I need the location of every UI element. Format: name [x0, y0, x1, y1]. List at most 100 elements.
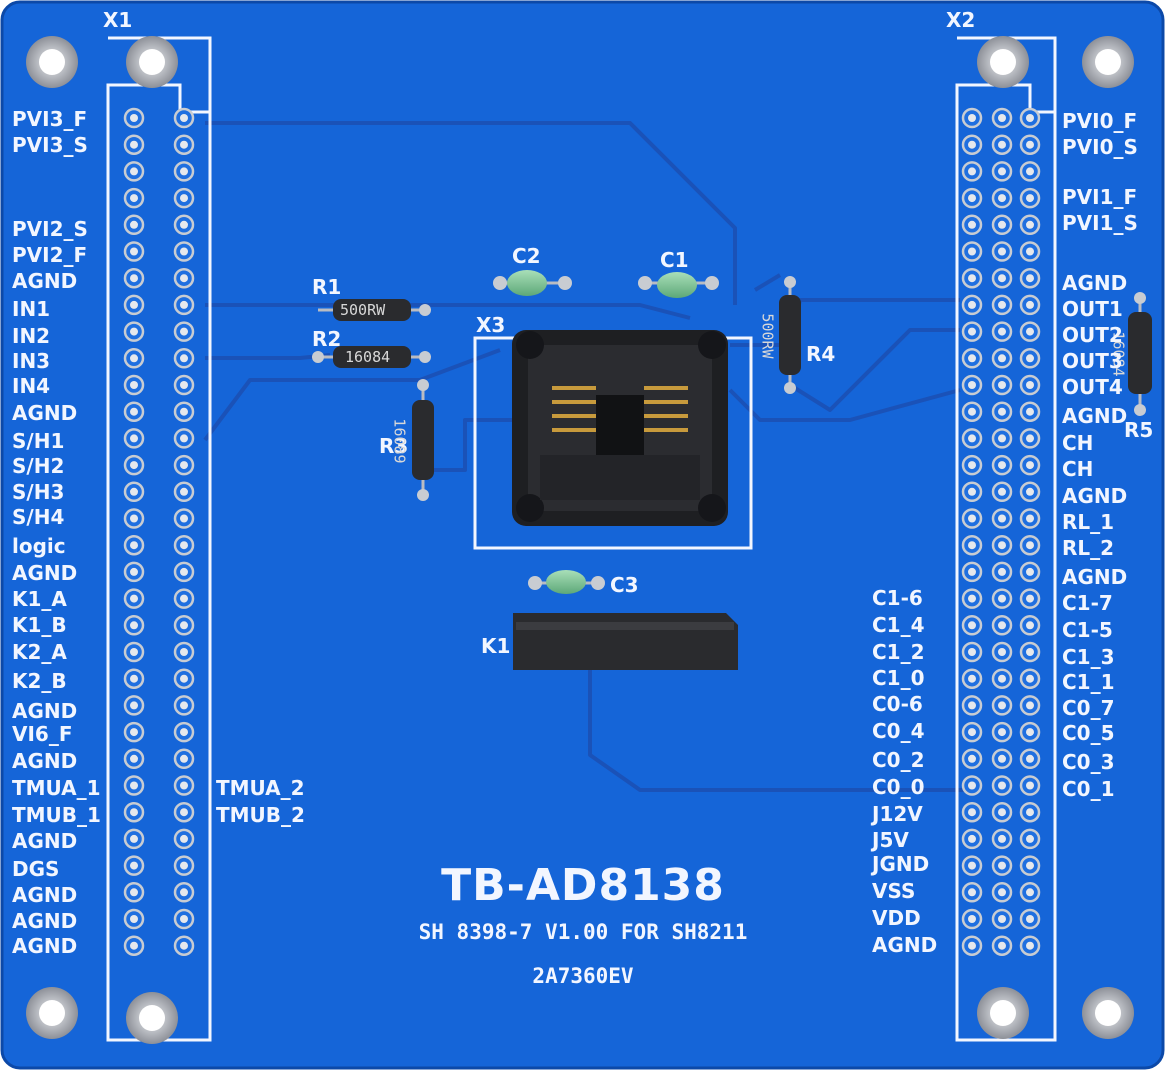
pin-hole — [968, 487, 976, 496]
resistor-r2 — [312, 346, 431, 368]
pin-hole — [180, 327, 188, 336]
pin-hole — [1026, 754, 1034, 763]
pin-label: C1_4 — [872, 613, 925, 637]
pin-hole — [130, 728, 138, 737]
pin-hole — [968, 621, 976, 630]
pin-hole — [130, 461, 138, 470]
pin-hole — [1026, 861, 1034, 870]
pin-hole — [1026, 834, 1034, 843]
pin-label: C0_7 — [1062, 696, 1115, 720]
pin-hole — [968, 808, 976, 817]
pin-label: C0-6 — [872, 692, 923, 716]
pin-label: PVI1_F — [1062, 185, 1138, 209]
pin-hole — [180, 381, 188, 389]
pin-hole — [180, 194, 188, 203]
resistor-r1 — [318, 299, 431, 321]
pin-hole — [998, 114, 1006, 122]
pin-label-tmua-2: TMUA_2 — [216, 776, 305, 800]
pin-hole — [180, 567, 188, 576]
pin-hole — [998, 754, 1006, 763]
x2-label: X2 — [946, 8, 976, 32]
pin-hole — [1026, 487, 1034, 496]
pin-hole — [998, 701, 1006, 710]
pin-hole — [998, 220, 1006, 229]
pin-hole — [1026, 354, 1034, 363]
pin-hole — [998, 434, 1006, 443]
pin-hole — [998, 621, 1006, 630]
r2-marking: 16084 — [345, 348, 391, 366]
c3-label: C3 — [610, 573, 639, 597]
mounting-holes — [26, 36, 1134, 1044]
pin-label: IN2 — [12, 324, 51, 348]
pin-hole — [180, 648, 188, 656]
pin-hole — [180, 621, 188, 630]
pin-hole — [968, 541, 976, 550]
pin-hole — [180, 220, 188, 229]
pin-hole — [130, 220, 138, 229]
x2-outline — [955, 36, 1057, 1042]
pin-hole — [180, 300, 188, 309]
pin-hole — [130, 300, 138, 309]
pin-hole — [180, 407, 188, 416]
x1-label: X1 — [103, 8, 133, 32]
pin-hole — [968, 701, 976, 710]
pin-hole — [998, 808, 1006, 817]
pin-hole — [1026, 621, 1034, 630]
pin-label: S/H4 — [12, 505, 65, 529]
pin-label: C0_2 — [872, 748, 925, 772]
pin-label: AGND — [1062, 271, 1128, 295]
r4-label: R4 — [806, 342, 836, 366]
pin-hole — [130, 834, 138, 843]
pin-hole — [968, 861, 976, 870]
pin-hole — [130, 567, 138, 576]
x2-pin-pads — [961, 107, 1041, 956]
pin-label: C1-7 — [1062, 591, 1113, 615]
pin-hole — [1026, 514, 1034, 523]
pin-label: TMUA_1 — [12, 776, 101, 800]
pin-hole — [998, 674, 1006, 683]
pin-label: IN3 — [12, 349, 51, 373]
pin-hole — [130, 140, 138, 149]
pin-hole — [968, 247, 976, 256]
pin-label: OUT1 — [1062, 297, 1123, 321]
pin-label: RL_2 — [1062, 536, 1115, 560]
pin-hole — [1026, 594, 1034, 603]
pin-hole — [130, 754, 138, 763]
pin-hole — [998, 728, 1006, 737]
r5-label: R5 — [1124, 418, 1154, 442]
pin-hole — [968, 754, 976, 763]
pin-hole — [1026, 567, 1034, 576]
pin-hole — [998, 354, 1006, 363]
r1-label: R1 — [312, 275, 342, 299]
pin-label: AGND — [12, 883, 78, 907]
pin-label: CH — [1062, 431, 1094, 455]
pin-label: AGND — [1062, 565, 1128, 589]
pin-hole — [180, 808, 188, 817]
pin-label: AGND — [872, 933, 938, 957]
x1-outline — [106, 36, 212, 1042]
pin-hole — [968, 915, 976, 923]
pin-hole — [1026, 781, 1034, 790]
pin-hole — [1026, 247, 1034, 256]
pin-hole — [180, 728, 188, 737]
pin-hole — [968, 434, 976, 443]
pin-hole — [968, 381, 976, 389]
pin-hole — [180, 941, 188, 950]
pin-hole — [130, 941, 138, 950]
pin-hole — [998, 834, 1006, 843]
pin-hole — [968, 674, 976, 683]
pin-hole — [1026, 701, 1034, 710]
pin-hole — [180, 274, 188, 283]
pin-label: OUT3 — [1062, 349, 1123, 373]
pin-hole — [1026, 941, 1034, 950]
pin-label: VI6_F — [12, 722, 73, 746]
pin-label: OUT4 — [1062, 375, 1123, 399]
pin-label: PVI3_S — [12, 133, 88, 157]
pin-hole — [180, 247, 188, 256]
pin-hole — [1026, 381, 1034, 389]
pin-hole — [130, 434, 138, 443]
pin-hole — [1026, 888, 1034, 897]
pin-hole — [998, 327, 1006, 336]
pin-hole — [130, 808, 138, 817]
pin-hole — [998, 915, 1006, 923]
